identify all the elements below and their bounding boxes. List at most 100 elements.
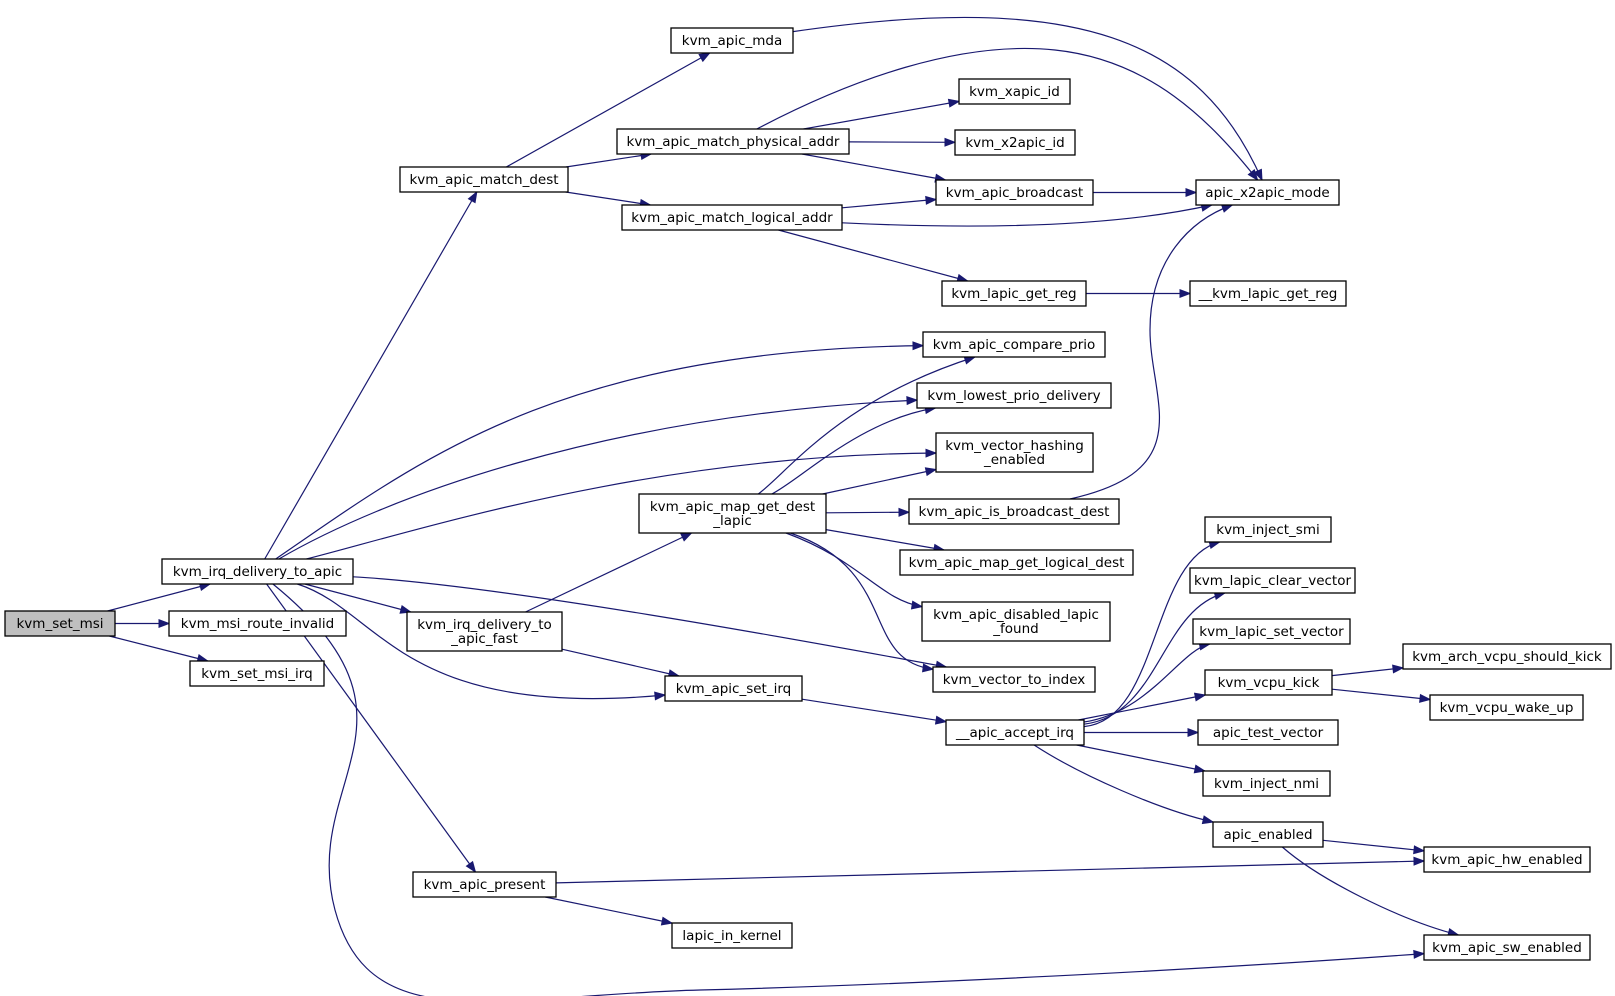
arrowhead-kvm_apic_match_physical_addr-to-kvm_x2apic_id [944, 137, 957, 147]
node-kvm_set_msi_irq[interactable]: kvm_set_msi_irq [189, 660, 325, 687]
node-apic_test_vector[interactable]: apic_test_vector [1197, 719, 1339, 746]
node-kvm_irq_delivery_to_apic[interactable]: kvm_irq_delivery_to_apic [161, 558, 354, 585]
node-box[interactable] [1212, 821, 1324, 848]
node-kvm_lapic_get_reg[interactable]: kvm_lapic_get_reg [941, 280, 1087, 307]
node-apic_enabled[interactable]: apic_enabled [1212, 821, 1324, 848]
arrowhead-apic_enabled-to-kvm_apic_hw_enabled [1413, 845, 1426, 855]
node-lapic_in_kernel[interactable]: lapic_in_kernel [671, 922, 793, 949]
node-kvm_inject_smi[interactable]: kvm_inject_smi [1204, 516, 1332, 543]
node-box[interactable] [4, 610, 116, 637]
node-label: kvm_apic_compare_prio [933, 337, 1096, 353]
node-label: kvm_apic_map_get_dest [650, 499, 815, 515]
edge-kvm_apic_match_logical_addr-to-kvm_lapic_get_reg [778, 229, 968, 282]
node-box[interactable] [670, 27, 794, 54]
node-kvm_irq_delivery_to_apic_fast[interactable]: kvm_irq_delivery_to_apic_fast [406, 611, 563, 652]
node-box[interactable] [189, 660, 325, 687]
node-box[interactable] [1189, 280, 1347, 307]
node-box[interactable] [1197, 719, 1339, 746]
node-kvm_apic_match_logical_addr[interactable]: kvm_apic_match_logical_addr [621, 204, 843, 231]
node-box[interactable] [1202, 770, 1331, 797]
node-box[interactable] [916, 382, 1112, 409]
node-kvm_apic_mda[interactable]: kvm_apic_mda [670, 27, 794, 54]
node-box[interactable] [161, 558, 354, 585]
node-kvm_vector_hashing_enabled[interactable]: kvm_vector_hashing_enabled [935, 432, 1094, 473]
node-label: kvm_lowest_prio_delivery [927, 388, 1100, 404]
node-box[interactable] [935, 432, 1094, 473]
node-kvm_apic_hw_enabled[interactable]: kvm_apic_hw_enabled [1423, 846, 1591, 873]
node-kvm_set_msi[interactable]: kvm_set_msi [4, 610, 116, 637]
node-kvm_arch_vcpu_should_kick[interactable]: kvm_arch_vcpu_should_kick [1402, 643, 1612, 670]
node-box[interactable] [664, 675, 803, 702]
node-kvm_inject_nmi[interactable]: kvm_inject_nmi [1202, 770, 1331, 797]
node-box[interactable] [412, 871, 557, 898]
node-kvm_apic_sw_enabled[interactable]: kvm_apic_sw_enabled [1423, 934, 1591, 961]
node-label: __apic_accept_irq [955, 725, 1074, 741]
node-box[interactable] [616, 128, 850, 155]
node-kvm_vcpu_wake_up[interactable]: kvm_vcpu_wake_up [1429, 694, 1584, 721]
node-box[interactable] [671, 922, 793, 949]
node-box[interactable] [921, 601, 1111, 642]
node-box[interactable] [406, 611, 563, 652]
node-kvm_apic_set_irq[interactable]: kvm_apic_set_irq [664, 675, 803, 702]
node-box[interactable] [1189, 567, 1356, 594]
node-box[interactable] [1204, 669, 1333, 696]
node-__apic_accept_irq[interactable]: __apic_accept_irq [945, 719, 1085, 746]
node-box[interactable] [922, 331, 1106, 358]
node-box[interactable] [638, 493, 827, 534]
node-label: kvm_vcpu_wake_up [1440, 700, 1574, 716]
node-apic_x2apic_mode[interactable]: apic_x2apic_mode [1195, 179, 1340, 206]
node-kvm_lapic_clear_vector[interactable]: kvm_lapic_clear_vector [1189, 567, 1356, 594]
node-box[interactable] [1402, 643, 1612, 670]
node-box[interactable] [1204, 516, 1332, 543]
node-kvm_vector_to_index[interactable]: kvm_vector_to_index [932, 666, 1096, 693]
node-box[interactable] [899, 549, 1134, 576]
node-box[interactable] [1423, 934, 1591, 961]
node-label: apic_enabled [1223, 827, 1312, 843]
node-kvm_apic_match_dest[interactable]: kvm_apic_match_dest [399, 166, 569, 193]
node-kvm_xapic_id[interactable]: kvm_xapic_id [958, 78, 1071, 105]
node-kvm_apic_is_broadcast_dest[interactable]: kvm_apic_is_broadcast_dest [908, 498, 1120, 525]
node-kvm_apic_compare_prio[interactable]: kvm_apic_compare_prio [922, 331, 1106, 358]
node-__kvm_lapic_get_reg[interactable]: __kvm_lapic_get_reg [1189, 280, 1347, 307]
nodes-layer: kvm_set_msi kvm_irq_delivery_to_apic kvm_m… [4, 27, 1612, 961]
node-box[interactable] [954, 129, 1076, 156]
node-box[interactable] [621, 204, 843, 231]
node-kvm_apic_broadcast[interactable]: kvm_apic_broadcast [935, 179, 1094, 206]
edge-kvm_apic_map_get_dest_lapic-to-kvm_vector_to_index [790, 532, 934, 670]
edge-kvm_apic_is_broadcast_dest-to-apic_x2apic_mode [1069, 204, 1233, 500]
node-box[interactable] [908, 498, 1120, 525]
node-label: kvm_lapic_set_vector [1199, 624, 1344, 640]
node-kvm_lapic_set_vector[interactable]: kvm_lapic_set_vector [1192, 618, 1351, 645]
node-box[interactable] [958, 78, 1071, 105]
arrowhead-kvm_irq_delivery_to_apic-to-kvm_vector_hashing_enabled [925, 448, 938, 458]
node-box[interactable] [945, 719, 1085, 746]
node-box[interactable] [399, 166, 569, 193]
node-label: apic_test_vector [1213, 725, 1324, 741]
node-box[interactable] [1195, 179, 1340, 206]
node-kvm_apic_match_physical_addr[interactable]: kvm_apic_match_physical_addr [616, 128, 850, 155]
edge-apic_enabled-to-kvm_apic_sw_enabled [1281, 846, 1459, 936]
node-box[interactable] [1423, 846, 1591, 873]
arrowhead-kvm_apic_is_broadcast_dest-to-apic_x2apic_mode [1220, 204, 1234, 213]
node-kvm_apic_present[interactable]: kvm_apic_present [412, 871, 557, 898]
edge-kvm_irq_delivery_to_apic-to-kvm_vector_to_index [352, 576, 947, 668]
node-box[interactable] [941, 280, 1087, 307]
edge-kvm_set_msi-to-kvm_set_msi_irq [109, 635, 208, 662]
node-box[interactable] [932, 666, 1096, 693]
node-box[interactable] [935, 179, 1094, 206]
node-kvm_x2apic_id[interactable]: kvm_x2apic_id [954, 129, 1076, 156]
node-kvm_lowest_prio_delivery[interactable]: kvm_lowest_prio_delivery [916, 382, 1112, 409]
node-kvm_vcpu_kick[interactable]: kvm_vcpu_kick [1204, 669, 1333, 696]
node-kvm_msi_route_invalid[interactable]: kvm_msi_route_invalid [168, 610, 347, 637]
node-kvm_apic_disabled_lapic_found[interactable]: kvm_apic_disabled_lapic_found [921, 601, 1111, 642]
node-label: kvm_inject_smi [1216, 522, 1319, 538]
node-box[interactable] [1429, 694, 1584, 721]
edge-kvm_apic_present-to-lapic_in_kernel [545, 896, 673, 924]
node-kvm_apic_map_get_logical_dest[interactable]: kvm_apic_map_get_logical_dest [899, 549, 1134, 576]
edge-kvm_irq_delivery_to_apic_fast-to-kvm_apic_set_irq [561, 648, 680, 677]
node-kvm_apic_map_get_dest_lapic[interactable]: kvm_apic_map_get_dest_lapic [638, 493, 827, 534]
node-box[interactable] [1192, 618, 1351, 645]
node-label: kvm_apic_map_get_logical_dest [909, 555, 1125, 571]
node-box[interactable] [168, 610, 347, 637]
